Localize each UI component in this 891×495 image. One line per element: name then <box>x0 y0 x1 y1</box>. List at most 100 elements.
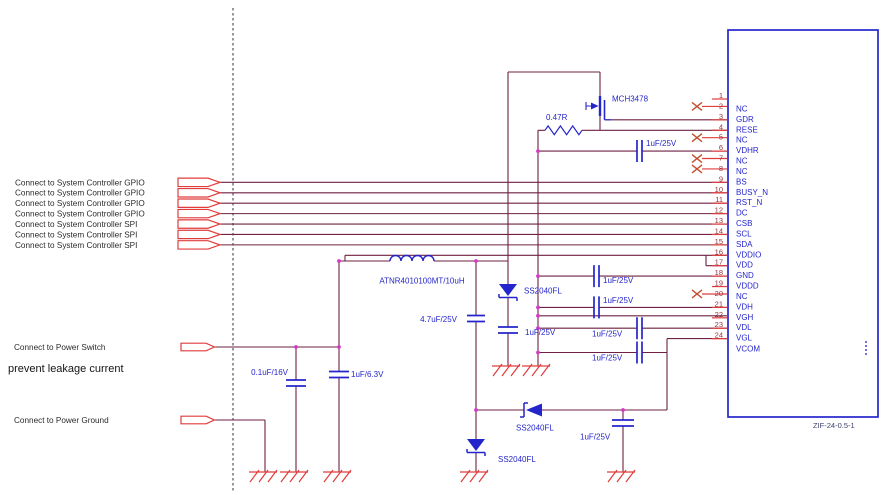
cap-in-a-label: 0.1uF/16V <box>251 368 289 377</box>
port-flag-icon <box>177 208 222 219</box>
ground-icon <box>492 363 521 377</box>
pin-row: 21 VDH <box>712 299 753 311</box>
junction-dots <box>294 149 625 412</box>
pin-label: VDH <box>736 302 753 311</box>
leakage-note: prevent leakage current <box>8 363 124 375</box>
ground-icon <box>323 469 352 483</box>
port-label: Connect to System Controller GPIO <box>15 210 145 219</box>
power-switch-label: Connect to Power Switch <box>14 343 106 352</box>
pin-label: VDHR <box>736 146 759 155</box>
pin-number: 5 <box>719 133 723 142</box>
pin-number: 19 <box>715 279 723 288</box>
pin-label: RESE <box>736 125 758 134</box>
port-label: Connect to System Controller GPIO <box>15 199 145 208</box>
pin-label: VDD <box>736 261 753 270</box>
pin-label: VDDD <box>736 282 759 291</box>
port-flag-icon <box>177 198 222 208</box>
pin-label: SCL <box>736 229 752 238</box>
diode-symbol <box>520 402 542 418</box>
capacitor-symbol <box>593 265 600 288</box>
pin-number: 22 <box>715 310 723 319</box>
pin-number: 2 <box>719 101 723 110</box>
pin-number: 14 <box>715 226 723 235</box>
pin-row: 17 VDD <box>712 258 753 270</box>
pin-row: 16 VDDIO <box>712 247 761 259</box>
pin-row: 12 DC <box>712 206 748 218</box>
power-switch-flag-icon <box>180 342 216 352</box>
pin-number: 8 <box>719 164 723 173</box>
ground-icon <box>522 363 551 377</box>
ground-icon <box>280 469 309 483</box>
pin-number: 20 <box>715 289 723 298</box>
pin-number: 11 <box>715 195 723 204</box>
capacitor-symbol <box>329 370 349 379</box>
controller-port-rows: Connect to System Controller GPIOConnect… <box>15 177 727 250</box>
pin-label: CSB <box>736 219 752 228</box>
pin-label: RST_N <box>736 198 762 207</box>
pin-number: 15 <box>715 237 723 246</box>
ground-icon <box>249 469 278 483</box>
capacitor-symbol <box>636 341 643 364</box>
ground-symbols <box>249 363 636 483</box>
pin-label: DC <box>736 209 748 218</box>
pin-number: 1 <box>719 91 723 100</box>
port-flag-icon <box>177 177 222 188</box>
pin-number: 18 <box>715 268 723 277</box>
pin-row: 24 VGL <box>712 331 753 343</box>
pin-label: VGL <box>736 334 753 343</box>
pin-number: 21 <box>715 299 723 308</box>
cap-vdhr-label: 1uF/25V <box>646 139 677 148</box>
diode-symbol <box>466 439 486 456</box>
connector-part-number: ZIF-24-0.5-1 <box>813 421 855 430</box>
pin-label: GND <box>736 271 754 280</box>
resistor-label: 0.47R <box>546 113 568 122</box>
pin-label: NC <box>736 104 748 113</box>
pin-number: 6 <box>719 143 723 152</box>
port-flag-icon <box>177 219 222 229</box>
controller-port-row: Connect to System Controller SPI <box>15 229 727 239</box>
diode-symbol <box>498 284 518 301</box>
pin-row: 11 RST_N <box>712 195 762 207</box>
boost-diode-label: SS2040FL <box>524 287 562 296</box>
pin-number: 12 <box>715 206 723 215</box>
pin-row: 22 VGH <box>712 310 754 322</box>
port-label: Connect to System Controller GPIO <box>15 189 145 198</box>
pin-row: 2 NC <box>691 101 748 113</box>
pin-row: 23 VDL <box>712 320 752 332</box>
pin-number: 16 <box>715 247 723 256</box>
capacitor-symbol <box>636 140 643 162</box>
pin-label: VCOM <box>736 345 760 354</box>
pin-number: 17 <box>715 258 723 267</box>
wires <box>214 71 727 472</box>
pin-label: NC <box>736 292 748 301</box>
controller-port-row: Connect to System Controller SPI <box>15 240 727 250</box>
controller-port-row: Connect to System Controller GPIO <box>15 177 727 188</box>
pin-label: VDL <box>736 323 752 332</box>
pin-number: 23 <box>715 320 723 329</box>
pin-row: VCOM <box>736 345 760 354</box>
pin-label: VDDIO <box>736 250 761 259</box>
diode-mid-label: SS2040FL <box>516 424 554 433</box>
pin-label: NC <box>736 136 748 145</box>
pin-label: VGH <box>736 313 754 322</box>
pin-number: 4 <box>719 122 723 131</box>
pin-row: 18 GND <box>712 268 754 280</box>
pin-number: 7 <box>719 154 723 163</box>
pin-number: 24 <box>715 331 723 340</box>
pin-number: 10 <box>715 185 723 194</box>
no-connect-x-icon <box>691 164 703 174</box>
controller-port-row: Connect to System Controller SPI <box>15 219 727 229</box>
cap-vdl-label: 1uF/25V <box>592 330 623 339</box>
component-labels: MCH3478 0.47R 1uF/25V ATNR4010100MT/10uH… <box>251 95 677 465</box>
mosfet-symbol <box>585 96 611 121</box>
capacitor-symbol <box>593 296 600 319</box>
boost-cap-label: 4.7uF/25V <box>420 315 458 324</box>
controller-port-row: Connect to System Controller GPIO <box>15 198 727 208</box>
pin-row: 4 RESE <box>712 122 758 134</box>
